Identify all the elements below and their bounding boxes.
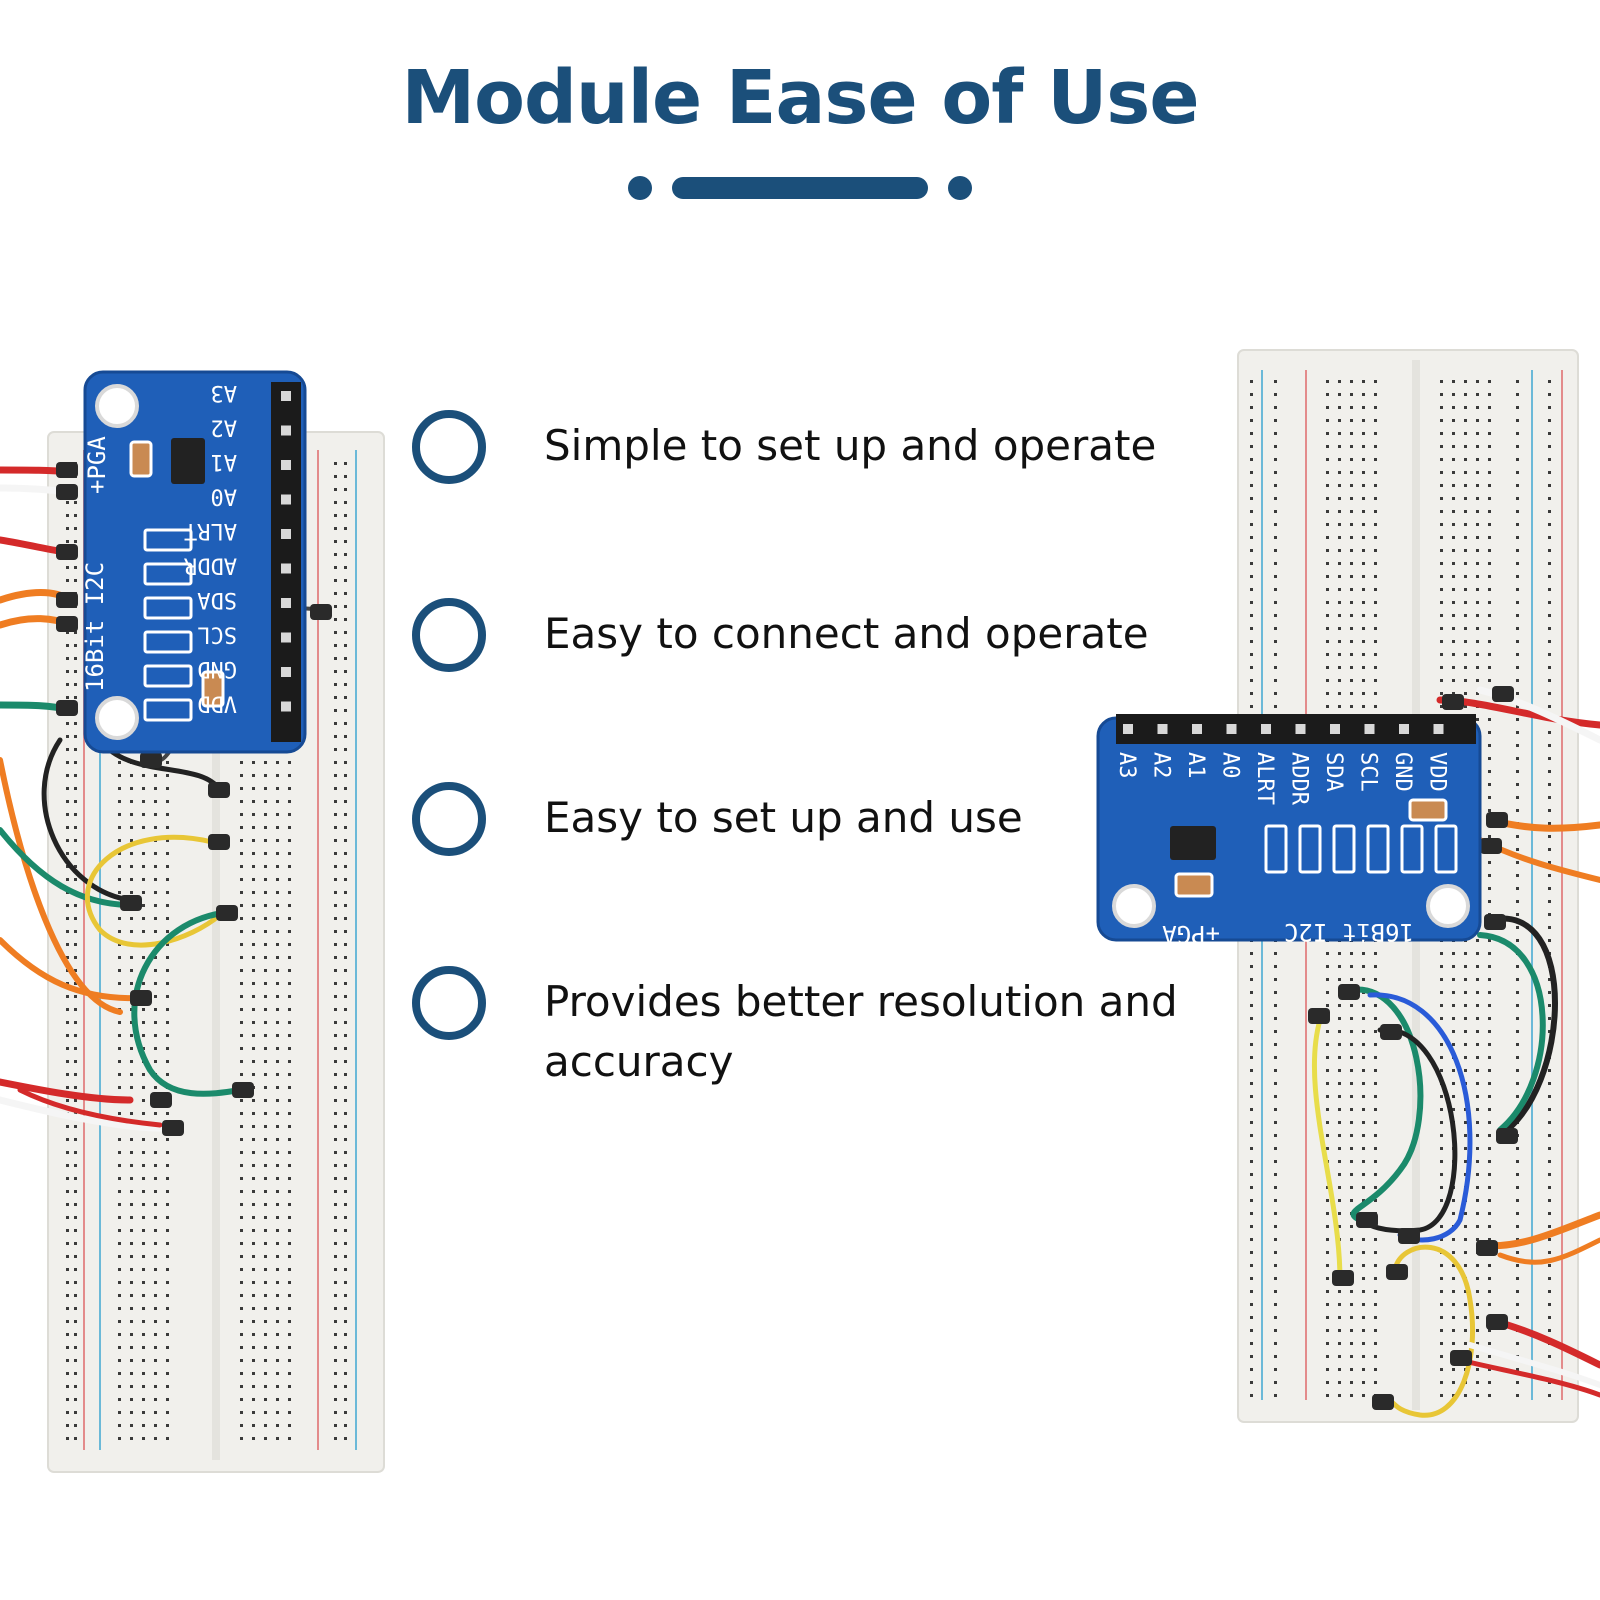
left-module-label-bits: 16Bit I2C — [81, 562, 109, 692]
divider-dot-left — [628, 176, 652, 200]
right-module-pin — [1433, 724, 1444, 734]
left-module-pin — [281, 563, 291, 574]
left-module-pin — [281, 494, 291, 505]
left-module-pin-label: ALRT — [184, 518, 237, 543]
right-module-pin — [1226, 724, 1237, 734]
left-module-pin — [281, 425, 291, 436]
circle-bullet-icon — [412, 598, 486, 672]
right-wire-plugs — [1308, 686, 1518, 1410]
left-module-pin — [281, 529, 291, 539]
right-module-pin-label: A1 — [1183, 752, 1208, 779]
right-module-pin-label: SCL — [1356, 752, 1381, 792]
left-module-pin-label: ADDR — [183, 553, 237, 578]
left-module-pin-label: A2 — [211, 415, 238, 440]
right-module-pin-label: A3 — [1114, 752, 1139, 779]
left-module-pin — [281, 460, 291, 470]
left-module-pin-label: A1 — [211, 449, 238, 474]
left-module-pin — [281, 701, 291, 712]
right-module-label-bits: 16Bit I2C — [1284, 918, 1414, 946]
right-ads-module: A3 A2 A1 A0 ALRT ADDR SDA SCL GND VDD 16Bit I2C +… — [1096, 714, 1482, 948]
right-module-pin-label: A0 — [1218, 752, 1243, 779]
right-module-pin-label: ADDR — [1287, 752, 1312, 806]
feature-text: Provides better resolution and accuracy — [544, 977, 1178, 1086]
right-module-pin — [1157, 724, 1168, 734]
left-module-pin — [281, 598, 291, 608]
left-module-label-pga: +PGA — [83, 436, 111, 494]
left-module-pin-label: A0 — [211, 484, 238, 509]
right-module-pin — [1399, 724, 1409, 734]
right-module-pin — [1295, 724, 1306, 734]
left-module-pin-label: SDA — [197, 587, 237, 612]
left-module-pin — [281, 667, 291, 677]
right-module-pin — [1330, 724, 1340, 734]
right-module-pin — [1192, 724, 1202, 734]
feature-text: Simple to set up and operate — [544, 421, 1157, 470]
right-module-pin-label: GND — [1390, 752, 1415, 792]
right-module-pin — [1364, 724, 1375, 734]
right-module-label-pga: +PGA — [1162, 920, 1220, 948]
right-module-pin — [1261, 724, 1271, 734]
left-module-pin-label: VDD — [197, 691, 237, 716]
feature-text: Easy to set up and use — [544, 793, 1023, 842]
title-divider — [628, 174, 972, 202]
right-module-pin-label: ALRT — [1252, 752, 1277, 805]
right-module-pin — [1123, 724, 1133, 734]
feature-text: Easy to connect and operate — [544, 609, 1149, 658]
left-module-pin-label: GND — [197, 656, 237, 681]
left-wire-plugs — [56, 462, 332, 1136]
circle-bullet-icon — [412, 410, 486, 484]
circle-bullet-icon — [412, 966, 486, 1040]
left-module-pin-label: A3 — [211, 380, 238, 405]
divider-bar — [672, 177, 928, 199]
left-module-pin-label: SCL — [197, 622, 237, 647]
divider-dot-right — [948, 176, 972, 200]
page-title: Module Ease of Use — [401, 55, 1199, 141]
left-module-pin — [281, 632, 291, 643]
right-module-pin-label: SDA — [1321, 752, 1346, 792]
right-module-pin-label: A2 — [1149, 752, 1174, 779]
left-module-pin — [281, 391, 291, 401]
circle-bullet-icon — [412, 782, 486, 856]
right-module-pin-label: VDD — [1425, 752, 1450, 792]
